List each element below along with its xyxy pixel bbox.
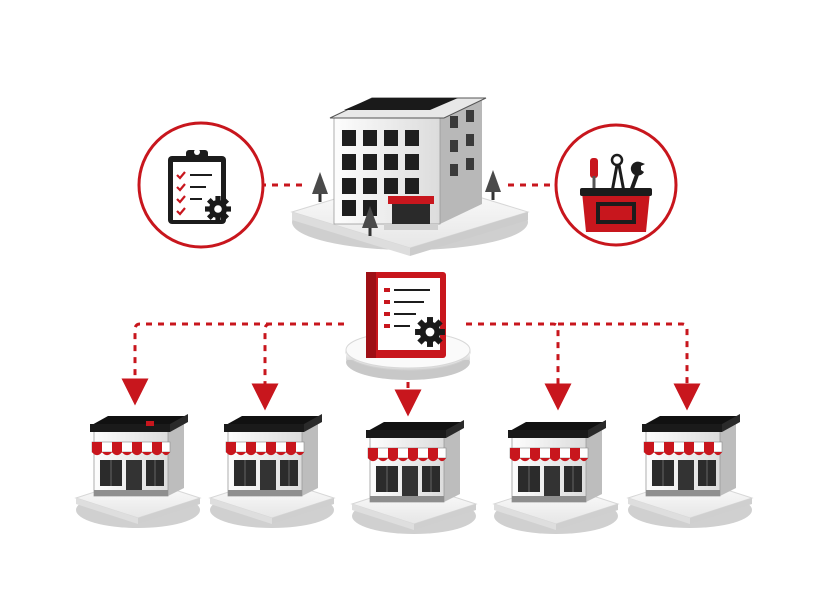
store-1 (75, 413, 201, 529)
toolbox-node (554, 123, 678, 247)
checklist-node (137, 121, 265, 249)
store-3 (351, 419, 477, 535)
storefront-icon (627, 413, 753, 529)
tree-icon (312, 170, 501, 236)
connector-store-1 (121, 322, 344, 406)
store-4 (493, 419, 619, 535)
connector-store-5 (558, 322, 701, 411)
store-2 (209, 413, 335, 529)
stores (75, 413, 753, 535)
toolbox-icon (580, 153, 652, 232)
connectors (121, 183, 701, 417)
storefront-icon (351, 419, 477, 535)
storefront-icon (75, 413, 201, 529)
storefront-icon (493, 419, 619, 535)
headquarters-node (290, 97, 530, 256)
connector-store-4 (466, 322, 572, 411)
store-5 (627, 413, 753, 529)
manual-gear-icon (366, 272, 446, 358)
connector-store-2 (251, 322, 279, 411)
office-building-icon (290, 97, 530, 256)
checklist-gear-icon (168, 149, 231, 224)
storefront-icon (209, 413, 335, 529)
manual-node (345, 272, 471, 380)
